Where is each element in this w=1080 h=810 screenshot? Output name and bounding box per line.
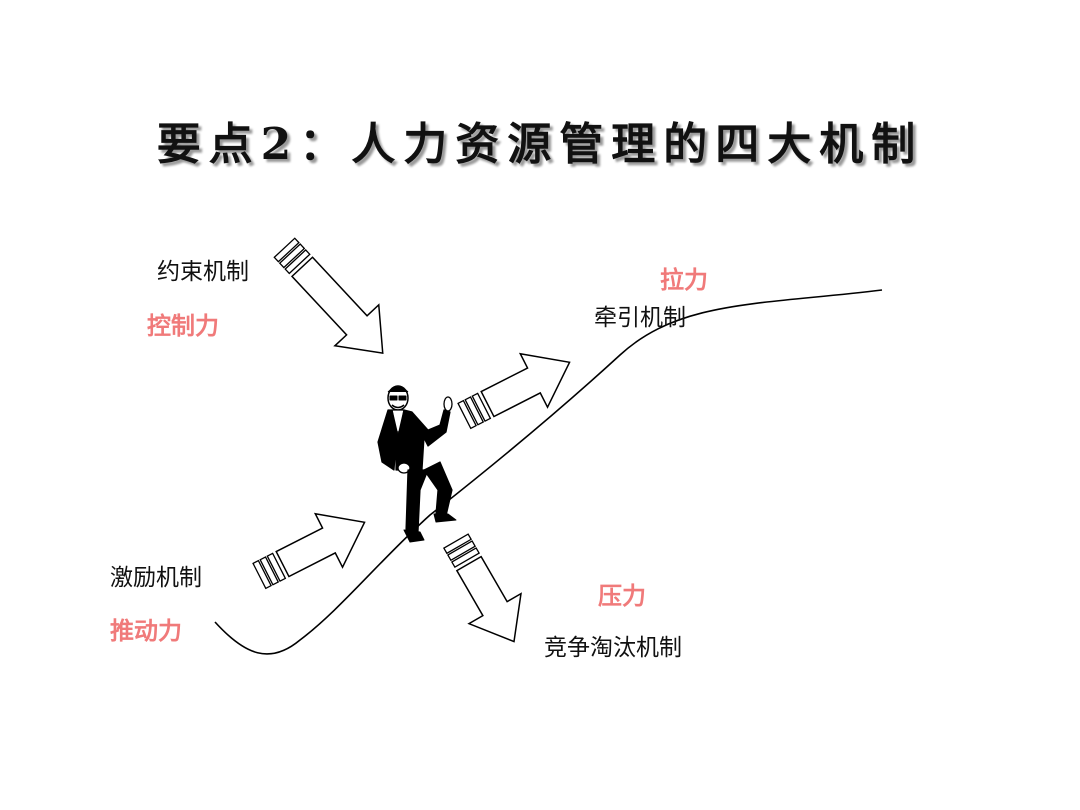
- traction-mechanism-label: 牵引机制: [594, 305, 686, 331]
- constraint-arrow: [273, 237, 384, 354]
- traction-arrow: [457, 352, 571, 430]
- incentive-force-label: 推动力: [110, 616, 182, 645]
- constraint-force-label: 控制力: [147, 311, 219, 340]
- businessman-figure: [377, 385, 457, 543]
- elimination-arrow: [442, 533, 522, 643]
- incentive-arrow: [252, 512, 366, 590]
- elimination-mechanism-label: 竞争淘汰机制: [544, 635, 682, 661]
- page-title: 要点2：人力资源管理的四大机制: [156, 119, 924, 170]
- growth-curve: [214, 289, 883, 655]
- traction-force-label: 拉力: [660, 265, 708, 294]
- constraint-mechanism-label: 约束机制: [157, 259, 249, 285]
- incentive-mechanism-label: 激励机制: [110, 565, 202, 591]
- elimination-force-label: 压力: [598, 581, 646, 610]
